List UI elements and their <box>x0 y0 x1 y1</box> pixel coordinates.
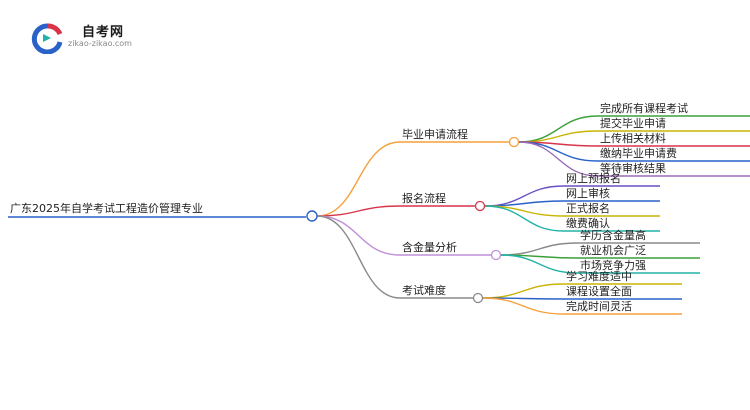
branch-connector <box>316 141 401 217</box>
leaf-label[interactable]: 市场竞争力强 <box>580 258 646 272</box>
logo-mark-icon <box>31 23 63 54</box>
root-label: 广东2025年自学考试工程造价管理专业 <box>10 201 203 215</box>
logo-title: 自考网 <box>82 25 125 40</box>
branch-node[interactable] <box>508 136 520 148</box>
leaf-label[interactable]: 正式报名 <box>566 201 610 215</box>
leaf-connector <box>482 283 565 299</box>
root-node[interactable] <box>306 210 318 222</box>
leaf-label[interactable]: 完成所有课程考试 <box>600 101 688 115</box>
leaf-connector <box>482 297 565 315</box>
leaf-label[interactable]: 缴费确认 <box>566 216 610 230</box>
leaf-connector <box>518 115 599 143</box>
leaf-connector <box>484 205 565 232</box>
branch-node[interactable] <box>474 200 486 212</box>
leaf-label[interactable]: 学习难度适中 <box>566 269 632 283</box>
branch-connector <box>316 215 401 256</box>
mind-map-nodes: 广东2025年自学考试工程造价管理专业 毕业申请流程 完成所有课程考试提交毕业申请上… <box>8 101 750 315</box>
branch-connector <box>316 205 401 217</box>
leaf-label[interactable]: 网上预报名 <box>566 171 621 185</box>
leaf-label[interactable]: 上传相关材料 <box>600 131 666 145</box>
leaf-label[interactable]: 缴纳毕业申请费 <box>600 146 677 160</box>
leaf-connector <box>484 200 565 207</box>
branch-label: 报名流程 <box>402 191 446 205</box>
branch-label: 考试难度 <box>402 283 446 297</box>
leaf-label[interactable]: 等待审核结果 <box>600 161 666 175</box>
leaf-connector <box>500 242 579 256</box>
leaf-label[interactable]: 课程设置全面 <box>566 284 632 298</box>
leaf-label[interactable]: 就业机会广泛 <box>580 243 646 257</box>
leaf-connector <box>500 254 579 274</box>
site-logo[interactable]: 自考网 zikao-zikao.com <box>30 20 140 54</box>
mind-map-connectors <box>316 115 599 315</box>
leaf-label[interactable]: 网上审核 <box>566 186 610 200</box>
branch-node[interactable] <box>472 292 484 304</box>
branch-connector <box>316 215 401 299</box>
leaf-label[interactable]: 完成时间灵活 <box>566 299 632 313</box>
branch-node[interactable] <box>490 249 502 261</box>
branch-label: 毕业申请流程 <box>402 127 468 141</box>
leaf-connector <box>518 141 599 177</box>
leaf-label[interactable]: 学历含金量高 <box>580 228 646 242</box>
branch-label: 含金量分析 <box>402 240 457 254</box>
logo-domain: zikao-zikao.com <box>68 39 132 48</box>
leaf-label[interactable]: 提交毕业申请 <box>600 116 666 130</box>
leaf-connector <box>518 130 599 143</box>
